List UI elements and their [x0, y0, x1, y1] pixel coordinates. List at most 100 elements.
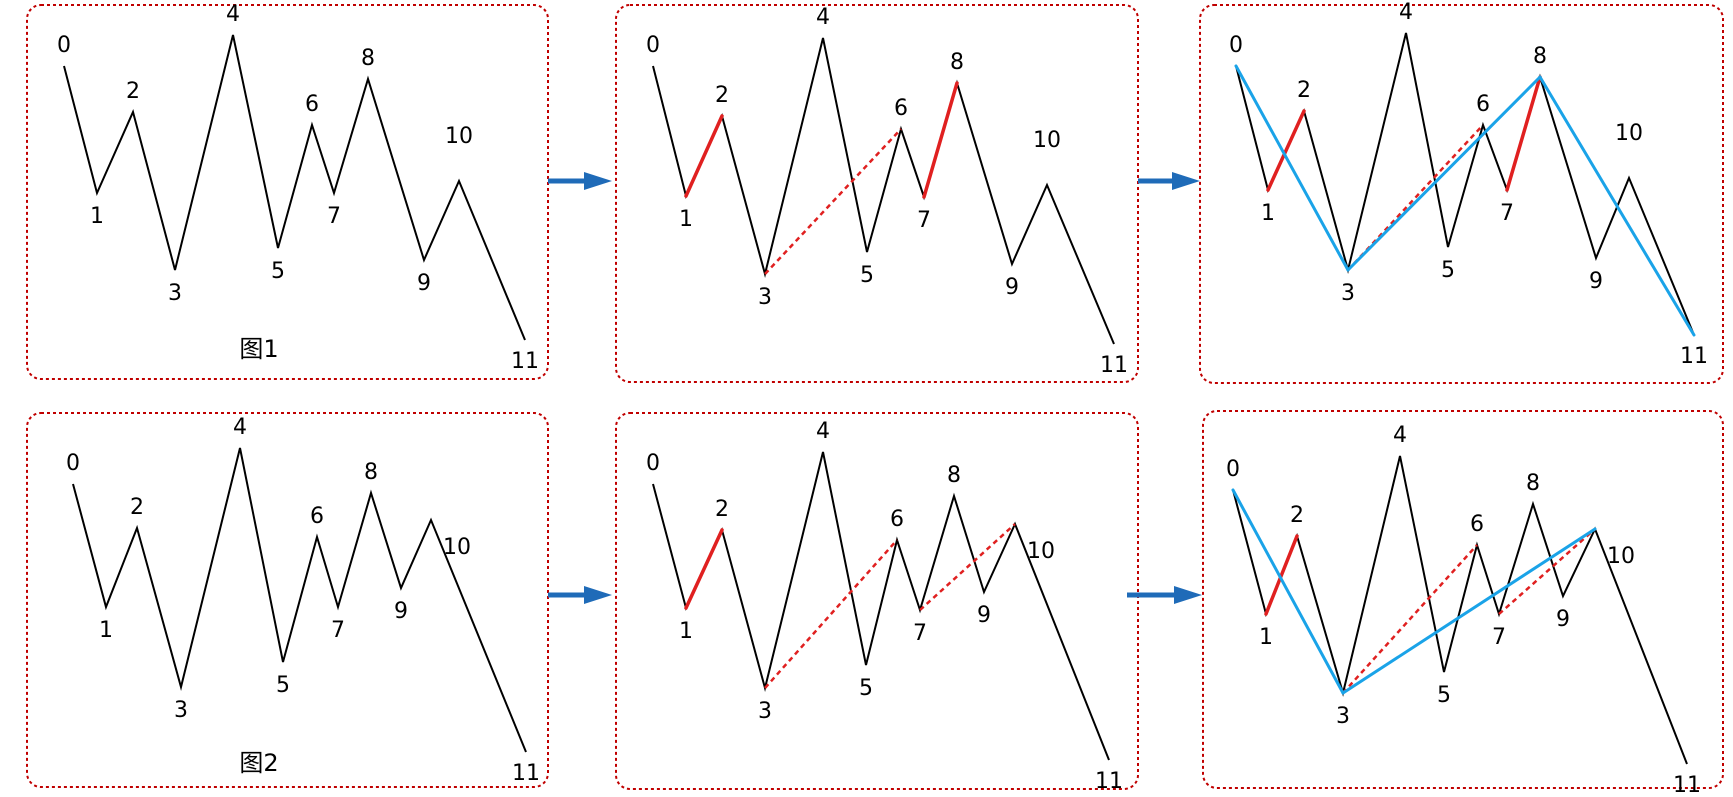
point-label-3: 3	[174, 698, 188, 723]
point-label-7: 7	[913, 621, 927, 646]
highlight-segment-1-2	[684, 114, 724, 198]
wave-line	[63, 34, 526, 341]
trend-segment-0-3	[1234, 64, 1350, 272]
point-label-10: 10	[1607, 544, 1635, 569]
point-label-10: 10	[1033, 128, 1061, 153]
point-label-7: 7	[1500, 201, 1514, 226]
point-label-8: 8	[1526, 471, 1540, 496]
point-label-4: 4	[226, 2, 240, 27]
point-label-1: 1	[90, 204, 104, 229]
point-label-6: 6	[894, 96, 908, 121]
point-label-9: 9	[1589, 269, 1603, 294]
point-label-8: 8	[361, 46, 375, 71]
point-label-11: 11	[1095, 769, 1123, 794]
point-label-3: 3	[758, 285, 772, 310]
point-label-10: 10	[1027, 539, 1055, 564]
point-label-5: 5	[271, 259, 285, 284]
wave-line	[72, 447, 527, 753]
point-label-10: 10	[443, 535, 471, 560]
highlight-segment-1-2	[684, 528, 724, 610]
panel-frame	[1199, 4, 1724, 384]
point-label-2: 2	[715, 497, 729, 522]
figure-caption: 图1	[239, 335, 278, 363]
point-label-1: 1	[1261, 201, 1275, 226]
dashed-segment-3-6	[764, 128, 902, 275]
point-label-1: 1	[679, 207, 693, 232]
point-label-4: 4	[233, 415, 247, 440]
point-label-11: 11	[1673, 773, 1701, 797]
trend-segment-0-3	[1231, 488, 1345, 695]
point-label-2: 2	[1297, 78, 1311, 103]
point-label-4: 4	[1393, 423, 1407, 448]
point-label-2: 2	[715, 83, 729, 108]
dashed-segment-3-6	[764, 539, 898, 689]
highlight-segment-1-2	[1266, 109, 1306, 192]
point-label-10: 10	[445, 124, 473, 149]
point-label-9: 9	[1005, 275, 1019, 300]
point-label-1: 1	[1259, 625, 1273, 650]
point-label-9: 9	[394, 599, 408, 624]
point-label-0: 0	[1229, 33, 1243, 58]
point-label-2: 2	[126, 79, 140, 104]
highlight-segment-7-8	[922, 81, 959, 199]
point-label-3: 3	[1341, 281, 1355, 306]
trend-segment-3-10	[1341, 527, 1597, 695]
point-label-2: 2	[130, 495, 144, 520]
point-label-6: 6	[310, 504, 324, 529]
point-label-9: 9	[417, 271, 431, 296]
panel-frame	[615, 4, 1139, 383]
point-label-0: 0	[646, 451, 660, 476]
point-label-3: 3	[758, 699, 772, 724]
point-label-4: 4	[816, 419, 830, 444]
point-label-7: 7	[327, 204, 341, 229]
flow-arrow-3	[548, 586, 612, 604]
point-label-2: 2	[1290, 503, 1304, 528]
point-label-9: 9	[977, 603, 991, 628]
dashed-segment-3-6	[1347, 124, 1484, 271]
point-label-3: 3	[168, 281, 182, 306]
point-label-8: 8	[1533, 44, 1547, 69]
dashed-segment-3-6	[1342, 544, 1478, 694]
panel-frame	[26, 412, 549, 788]
point-label-0: 0	[66, 451, 80, 476]
highlight-segment-7-8	[1505, 75, 1542, 192]
point-label-6: 6	[1470, 512, 1484, 537]
trend-segment-3-8	[1346, 75, 1542, 272]
point-label-6: 6	[1476, 92, 1490, 117]
point-label-0: 0	[57, 33, 71, 58]
flow-arrow-1	[548, 172, 612, 190]
panel-frame	[1202, 410, 1724, 789]
highlight-segment-1-2	[1264, 534, 1299, 616]
dashed-segment-7-10	[919, 523, 1016, 611]
point-label-5: 5	[859, 676, 873, 701]
point-label-7: 7	[331, 618, 345, 643]
panel-3: 0 1 2 3 4 5 6 7 8 9 10 11	[1199, 0, 1724, 384]
point-label-6: 6	[305, 92, 319, 117]
panel-1: 0 1 2 3 4 5 6 7 8 9 10 11 图1	[26, 2, 549, 380]
point-label-0: 0	[1226, 457, 1240, 482]
point-label-5: 5	[860, 263, 874, 288]
point-label-0: 0	[646, 33, 660, 58]
point-label-1: 1	[99, 618, 113, 643]
point-label-7: 7	[1492, 625, 1506, 650]
point-label-11: 11	[511, 349, 539, 374]
point-label-9: 9	[1556, 607, 1570, 632]
point-label-11: 11	[1680, 344, 1708, 369]
point-label-5: 5	[276, 673, 290, 698]
figure-caption: 图2	[239, 749, 278, 777]
flow-arrow-2	[1138, 172, 1200, 190]
trend-segment-8-11	[1538, 75, 1696, 337]
point-label-11: 11	[512, 761, 540, 786]
point-label-10: 10	[1615, 121, 1643, 146]
dashed-segment-7-10	[1498, 528, 1596, 615]
point-label-5: 5	[1441, 258, 1455, 283]
panel-frame	[615, 412, 1139, 790]
point-label-4: 4	[816, 5, 830, 30]
point-label-5: 5	[1437, 683, 1451, 708]
point-label-4: 4	[1399, 0, 1413, 25]
panel-frame	[26, 4, 549, 380]
